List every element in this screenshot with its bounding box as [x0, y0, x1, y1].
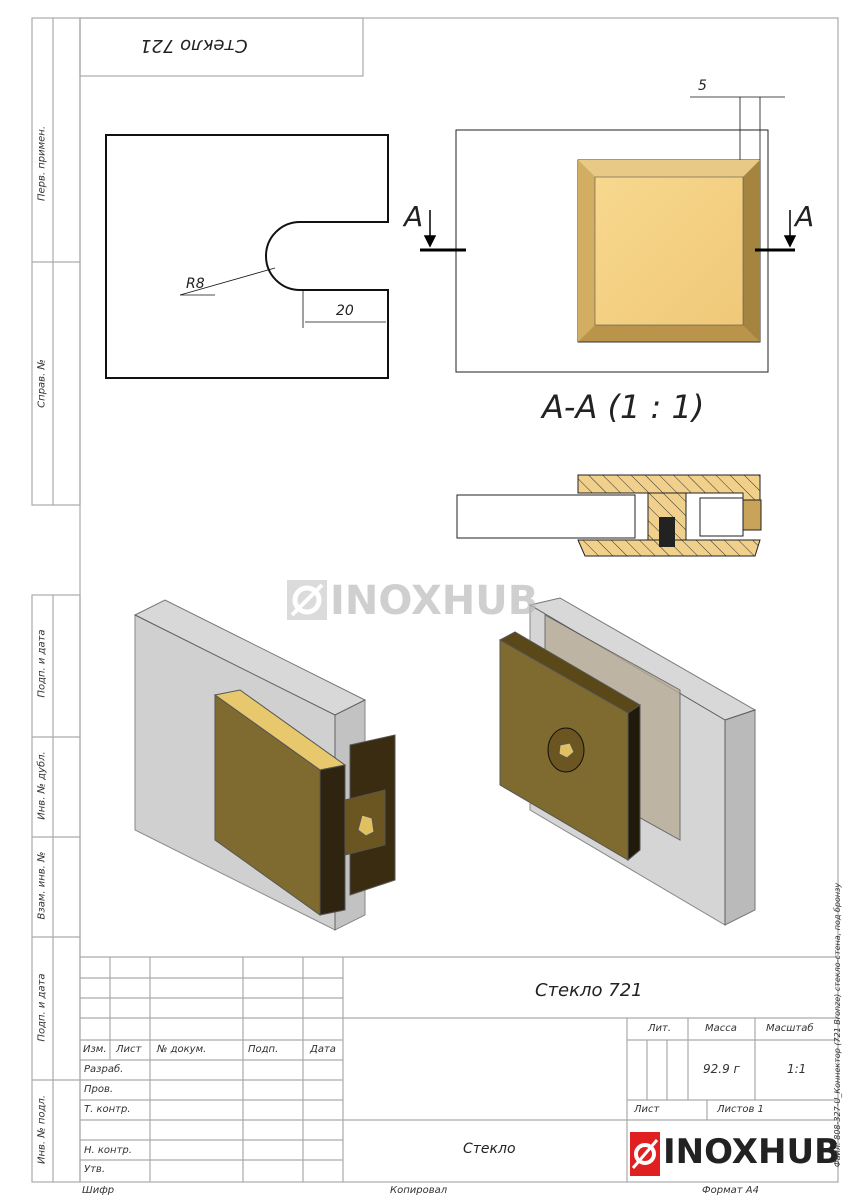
strip-label: Взам. инв. № [36, 851, 48, 920]
role-label: Пров. [84, 1084, 114, 1095]
watermark-logo-mark [287, 580, 327, 620]
side-file-text: Файл: 808-327-U_Коннектор (721 Bronze) с… [833, 882, 842, 1168]
sheets-label: Листов 1 [717, 1104, 764, 1115]
logo-text: INOXHUB [663, 1132, 840, 1172]
strip-label: Справ. № [36, 359, 48, 408]
title-block-logo-mark [630, 1132, 660, 1176]
part-name: Стекло 721 [535, 980, 643, 1001]
sheet-label: Лист [634, 1104, 660, 1115]
bronze-plate-front [577, 159, 761, 343]
role-label: Т. контр. [84, 1104, 131, 1115]
watermark: INOXHUB [330, 578, 539, 624]
isometric-view-right [498, 597, 757, 926]
section-title: A-A (1 : 1) [542, 388, 705, 426]
header-doc-no: № докум. [157, 1044, 207, 1055]
slot-dimension: 20 [336, 303, 354, 319]
section-marker-left: A [404, 200, 424, 233]
footer-format: Формат А4 [702, 1185, 759, 1196]
role-label: Н. контр. [84, 1145, 132, 1156]
header-izm: Изм. [83, 1044, 107, 1055]
glass-profile-view [105, 134, 389, 379]
lit-label: Лит. [648, 1023, 672, 1034]
isometric-view-left [133, 599, 396, 931]
mass-value: 92.9 г [703, 1062, 740, 1076]
header-sign: Подп. [248, 1044, 279, 1055]
top-box-title: Стекло 721 [140, 35, 248, 56]
footer-cipher: Шифр [82, 1185, 115, 1196]
header-date: Дата [310, 1044, 336, 1055]
strip-label: Подп. и дата [36, 629, 48, 698]
role-label: Утв. [84, 1164, 105, 1175]
section-a-a [456, 474, 762, 557]
scale-label: Масштаб [766, 1023, 814, 1034]
footer-copied: Копировал [390, 1185, 448, 1196]
material: Стекло [463, 1141, 516, 1157]
radius-dimension: R8 [186, 276, 205, 292]
role-label: Разраб. [84, 1064, 124, 1075]
scale-value: 1:1 [787, 1062, 807, 1076]
strip-label: Инв. № дубл. [36, 751, 48, 820]
strip-label: Подп. и дата [36, 973, 48, 1042]
header-list: Лист [116, 1044, 142, 1055]
mass-label: Масса [705, 1023, 737, 1034]
offset-dimension: 5 [698, 78, 707, 94]
section-marker-right: A [795, 200, 815, 233]
strip-label: Перв. примен. [36, 125, 48, 202]
strip-label: Инв. № подл. [36, 1095, 48, 1164]
